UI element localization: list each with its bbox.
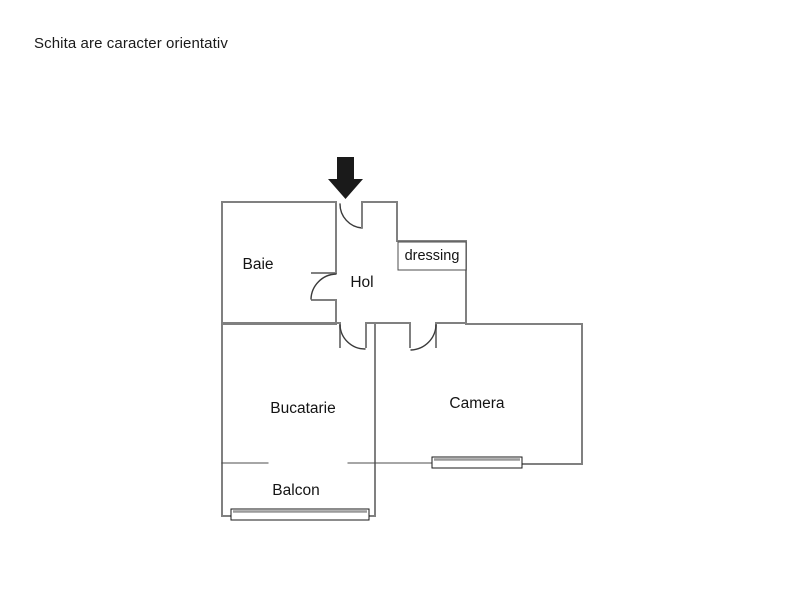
entry-door-arc xyxy=(339,203,363,229)
room-label-hol: Hol xyxy=(350,274,373,291)
balcon-window-frame xyxy=(230,508,370,521)
entrance-arrow-head xyxy=(328,179,363,199)
room-label-baie: Baie xyxy=(242,256,273,273)
entrance-arrow-icon xyxy=(328,157,363,199)
windows-layer xyxy=(230,456,523,521)
camera-door-arc xyxy=(410,324,437,351)
dressing-label-box xyxy=(397,241,467,271)
kitchen-door-arc xyxy=(339,324,366,350)
door-swings-layer xyxy=(310,201,437,351)
disclaimer-text: Schita are caracter orientativ xyxy=(34,35,228,52)
room-label-dressing: dressing xyxy=(405,248,460,264)
entrance-arrow-shaft xyxy=(337,157,354,181)
room-label-balcon: Balcon xyxy=(272,482,319,499)
baie-door-arc xyxy=(310,273,337,300)
camera-window-frame xyxy=(431,456,523,469)
room-label-camera: Camera xyxy=(449,395,505,412)
room-label-bucatarie: Bucatarie xyxy=(270,400,335,417)
